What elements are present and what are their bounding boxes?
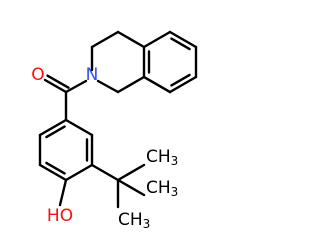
double-bond bbox=[46, 74, 70, 89]
methyl-right-label: CH3 bbox=[146, 178, 178, 199]
bond bbox=[142, 75, 172, 94]
bond bbox=[90, 30, 120, 49]
double-bond-inner bbox=[45, 125, 66, 139]
ring-nitrogen-label: N bbox=[86, 65, 99, 85]
methyl-bottom-label: CH3 bbox=[118, 210, 150, 231]
bond bbox=[38, 163, 68, 182]
bond bbox=[64, 118, 94, 137]
bond bbox=[168, 30, 198, 49]
carbonyl-oxygen-label: O bbox=[31, 65, 44, 85]
bond bbox=[116, 30, 146, 49]
bond bbox=[116, 75, 146, 94]
bond bbox=[90, 163, 120, 182]
hydroxyl-label: HO bbox=[47, 206, 73, 226]
methyl-top-label: CH3 bbox=[146, 147, 178, 168]
bond bbox=[142, 30, 172, 49]
bonds bbox=[38, 30, 198, 209]
double-bond-inner bbox=[170, 37, 191, 51]
double-bond-inner bbox=[45, 161, 66, 175]
bond bbox=[96, 79, 120, 94]
bond bbox=[58, 178, 68, 207]
bond bbox=[64, 163, 94, 182]
bond bbox=[168, 75, 198, 94]
bond bbox=[116, 163, 146, 182]
bond bbox=[116, 178, 146, 197]
bond bbox=[38, 118, 68, 137]
bond bbox=[64, 79, 88, 94]
bond bbox=[43, 78, 68, 94]
double-bond-inner bbox=[170, 73, 191, 87]
